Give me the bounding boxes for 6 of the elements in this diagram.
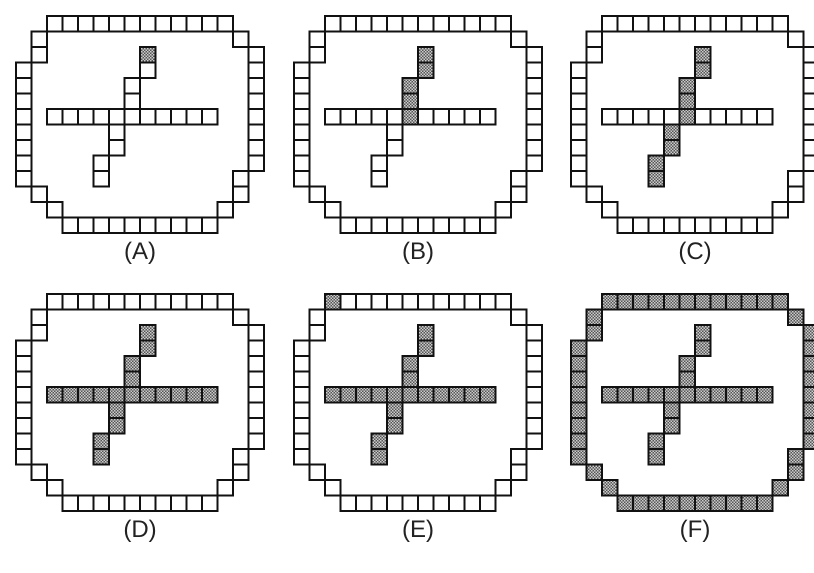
panel-label: (D) bbox=[123, 516, 157, 544]
panel-label: (B) bbox=[402, 238, 434, 266]
panel-label: (F) bbox=[680, 516, 710, 544]
panel-label: (A) bbox=[124, 238, 156, 266]
panel-label: (C) bbox=[678, 238, 712, 266]
panel-label: (E) bbox=[402, 516, 434, 544]
